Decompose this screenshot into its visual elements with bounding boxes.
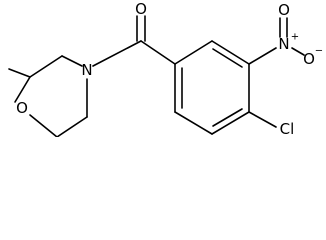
nitro-oxygen-right-label: O	[303, 50, 315, 68]
bond-ar1-to-ar2	[174, 40, 213, 65]
bond-ar4-to-ar5	[211, 111, 250, 135]
bond-ar2-to-ar3	[211, 40, 250, 65]
bond-ar3-to-nitro-n	[248, 47, 277, 65]
nitro-oxygen-top-label: O	[278, 1, 290, 19]
bond-nitro-n-to-o-right	[291, 47, 305, 56]
chemical-structure: O N O N + O O − Cl	[8, 0, 323, 137]
chlorine-label: Cl	[280, 120, 295, 137]
ring-oxygen-label: O	[16, 99, 28, 117]
nitro-nitrogen-label: N	[278, 35, 289, 53]
bond-c3-to-n4	[61, 55, 83, 67]
bond-ar4-to-cl	[248, 111, 277, 128]
morpholine-nitrogen-label: N	[81, 61, 92, 79]
bonds	[8, 15, 305, 137]
bond-aromatic-inner-1	[212, 48, 243, 68]
bond-c2-to-methyl	[8, 68, 31, 78]
bond-c2-to-c3	[29, 55, 63, 78]
bond-n4-to-carbonyl-c	[92, 40, 142, 67]
atom-labels: O N O N + O O − Cl	[16, 0, 323, 137]
bond-c5-to-c6	[56, 116, 88, 137]
bond-ring-o-to-c2	[14, 76, 31, 103]
nitro-nitrogen-charge: +	[291, 32, 299, 43]
bond-carbonyl-c-to-ring	[140, 40, 176, 65]
bond-ar5-to-ar6	[174, 111, 213, 135]
bond-aromatic-inner-2	[212, 108, 243, 127]
nitro-oxygen-charge: −	[315, 46, 323, 57]
carbonyl-oxygen-label: O	[135, 0, 147, 18]
bond-c6-to-ring-o	[29, 114, 58, 137]
